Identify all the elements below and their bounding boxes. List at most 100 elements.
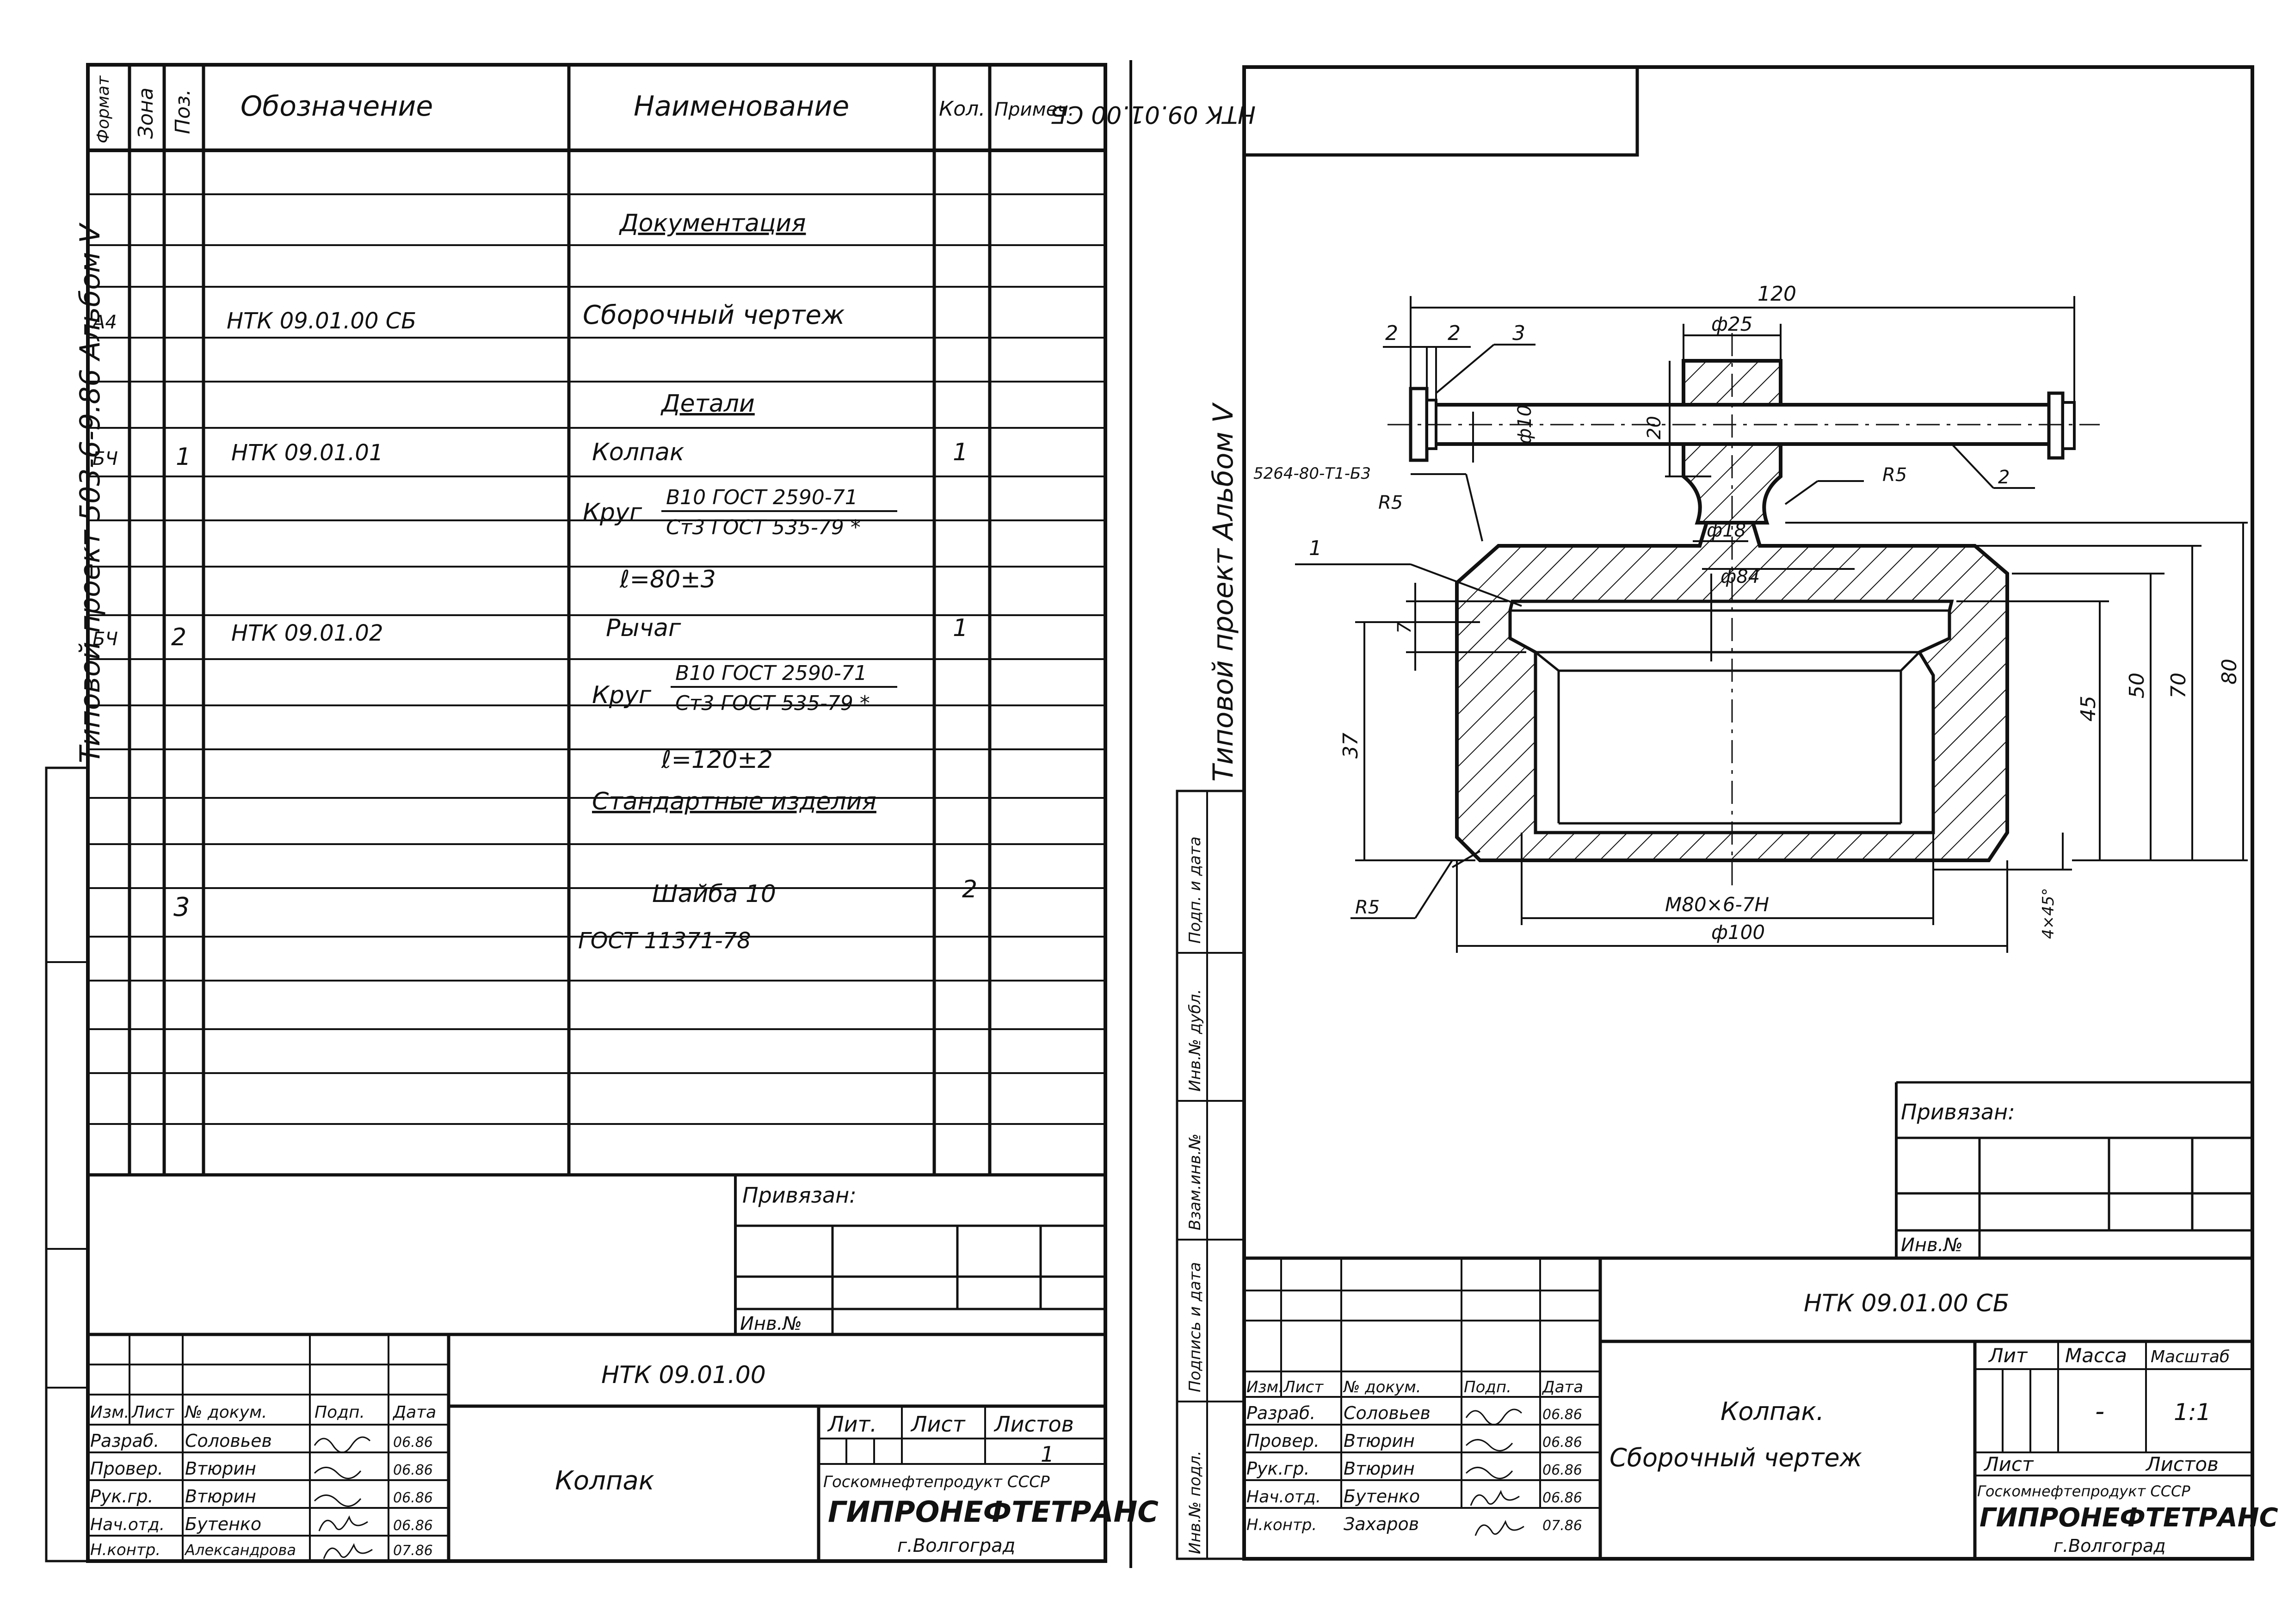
left-sheets-label: Листов: [993, 1412, 1074, 1437]
left-role-3: Рук.гр.: [90, 1486, 154, 1507]
row-krug-2-num: В10 ГОСТ 2590-71: [675, 661, 867, 685]
header-qty: Кол.: [939, 97, 985, 121]
side-field-1: Подп. и дата: [1186, 836, 1204, 944]
right-date-3: 06.86: [1542, 1462, 1582, 1478]
dim-20: 20: [1644, 416, 1665, 439]
row-1-pos: 1: [176, 443, 191, 471]
dim-37: 37: [1339, 733, 1363, 759]
right-lit-label: Лит: [1988, 1344, 2028, 1367]
dim-3: 3: [1512, 321, 1525, 345]
spec-row-lines: [88, 193, 1105, 1125]
dim-pos2: 2: [1998, 467, 2010, 488]
right-col-head-sign: Подп.: [1464, 1378, 1511, 1396]
left-col-head-sign: Подп.: [314, 1403, 365, 1422]
left-date-5: 07.86: [393, 1543, 433, 1559]
right-role-4: Нач.отд.: [1246, 1488, 1321, 1507]
side-field-5: Инв.№ подл.: [1186, 1451, 1204, 1554]
header-note: Примеч.: [994, 99, 1074, 120]
left-privyazan-label: Привязан:: [742, 1183, 857, 1208]
right-scale-value: 1:1: [2174, 1399, 2211, 1426]
right-date-5: 07.86: [1542, 1518, 1582, 1534]
row-2-qty: 1: [953, 614, 968, 642]
right-date-4: 06.86: [1542, 1490, 1582, 1506]
row-1-designation: НТК 09.01.01: [231, 440, 383, 466]
right-org2: ГИПРОНЕФТЕТРАНС: [1980, 1503, 2278, 1533]
left-sheet-label: Лист: [910, 1412, 966, 1437]
header-designation: Обозначение: [240, 90, 433, 123]
row-3-pos: 3: [173, 892, 190, 922]
row-krug-1-num: В10 ГОСТ 2590-71: [666, 486, 858, 509]
left-sheet: Формат Зона Поз. Обозначение Наименовани…: [45, 63, 1159, 1563]
row-details: Детали: [660, 390, 755, 418]
cap-drawing: [1388, 333, 2100, 888]
header-format: Формат: [94, 75, 113, 143]
row-gost: ГОСТ 11371-78: [578, 928, 751, 954]
left-sheets-value: 1: [1041, 1442, 1054, 1467]
row-krug-1-den: Ст3 ГОСТ 535-79 *: [666, 516, 861, 539]
left-inv-label: Инв.№: [740, 1313, 802, 1334]
right-sheet: НТК 09.01.00 СБ Подп. и дата Инв.№ дубл.…: [1050, 65, 2278, 1561]
left-name-3: Втюрин: [185, 1486, 256, 1507]
right-stamp-code: НТК 09.01.00 СБ: [1050, 100, 1256, 128]
right-doc-code: НТК 09.01.00 СБ: [1804, 1290, 2009, 1317]
left-privyazan-block: Привязан: Инв.№: [734, 1175, 1105, 1334]
right-name-1: Соловьев: [1344, 1403, 1431, 1423]
right-mass-label: Масса: [2065, 1344, 2127, 1367]
row-1-name: Колпак: [592, 438, 684, 466]
left-name-4: Бутенко: [185, 1514, 261, 1534]
right-org1: Госкомнефтепродукт СССР: [1977, 1482, 2190, 1500]
dim-d100: ф100: [1711, 921, 1765, 944]
right-col-head-izm: Изм.: [1246, 1378, 1283, 1396]
right-privyazan-label: Привязан:: [1901, 1099, 2015, 1124]
left-side-title: Типовой проект 503-6-9.86 Альбом Ⅴ: [74, 222, 106, 763]
right-role-1: Разраб.: [1246, 1403, 1315, 1423]
row-2-name: Рычаг: [606, 614, 681, 642]
right-sheets-label: Листов: [2145, 1453, 2219, 1476]
right-role-3: Рук.гр.: [1246, 1458, 1310, 1479]
right-title-block: Изм. Лист № докум. Подп. Дата Разраб. Со…: [1244, 1256, 2278, 1559]
side-field-4: Подпись и дата: [1186, 1262, 1204, 1392]
header-name: Наименование: [634, 90, 849, 123]
dim-d10: ф10: [1514, 405, 1536, 444]
row-2-format: БЧ: [92, 629, 118, 650]
right-sheet-label: Лист: [1983, 1453, 2034, 1476]
row-1-qty: 1: [953, 438, 968, 466]
right-date-2: 06.86: [1542, 1434, 1582, 1451]
left-doc-code: НТК 09.01.00: [601, 1361, 766, 1389]
dim-r5c: R5: [1355, 897, 1380, 918]
right-name-2: Втюрин: [1344, 1431, 1415, 1451]
left-date-1: 06.86: [393, 1434, 433, 1451]
dim-pos1: 1: [1309, 537, 1322, 560]
row-documentation: Документация: [619, 210, 806, 237]
right-org3: г.Волгоград: [2054, 1536, 2166, 1556]
dim-d25: ф25: [1711, 313, 1752, 335]
left-col-head-doc: № докум.: [184, 1403, 267, 1422]
left-org2: ГИПРОНЕФТЕТРАНС: [828, 1495, 1159, 1529]
header-zone: Зона: [134, 87, 158, 139]
left-title-block: Изм. Лист № докум. Подп. Дата Разраб. Со…: [88, 1333, 1159, 1561]
dim-washer: 5264-80-Т1-Б3: [1253, 464, 1371, 483]
left-signatures: [314, 1436, 373, 1559]
dim-r5a: R5: [1882, 464, 1907, 486]
side-field-2: Инв.№ дубл.: [1186, 989, 1204, 1092]
dim-2a: 2: [1385, 321, 1398, 345]
dim-d18: ф18: [1707, 520, 1746, 541]
dim-d84: ф84: [1720, 566, 1760, 587]
right-col-head-list: Лист: [1283, 1378, 1324, 1396]
dim-chamfer: 4×45°: [2039, 888, 2058, 939]
right-col-head-date: Дата: [1542, 1378, 1583, 1396]
left-name-1: Соловьев: [185, 1431, 272, 1451]
row-2-designation: НТК 09.01.02: [231, 620, 383, 646]
right-col-head-doc: № докум.: [1343, 1378, 1421, 1396]
left-lit-label: Лит.: [827, 1412, 877, 1437]
row-standard-items: Стандартные изделия: [592, 788, 876, 815]
side-field-3: Взам.инв.№: [1186, 1134, 1204, 1230]
left-org1: Госкомнефтепродукт СССР: [823, 1473, 1050, 1491]
dimension-texts: 120 2 2 3 ф25 ф10 20 5264-80-Т1-Б3 R5 2 …: [1253, 282, 2241, 944]
dim-45: 45: [2077, 696, 2100, 722]
left-role-5: Н.контр.: [90, 1541, 160, 1559]
right-scale-label: Масштаб: [2151, 1347, 2230, 1366]
left-col-head-izm: Изм.: [90, 1403, 130, 1422]
right-signatures: [1465, 1408, 1524, 1536]
